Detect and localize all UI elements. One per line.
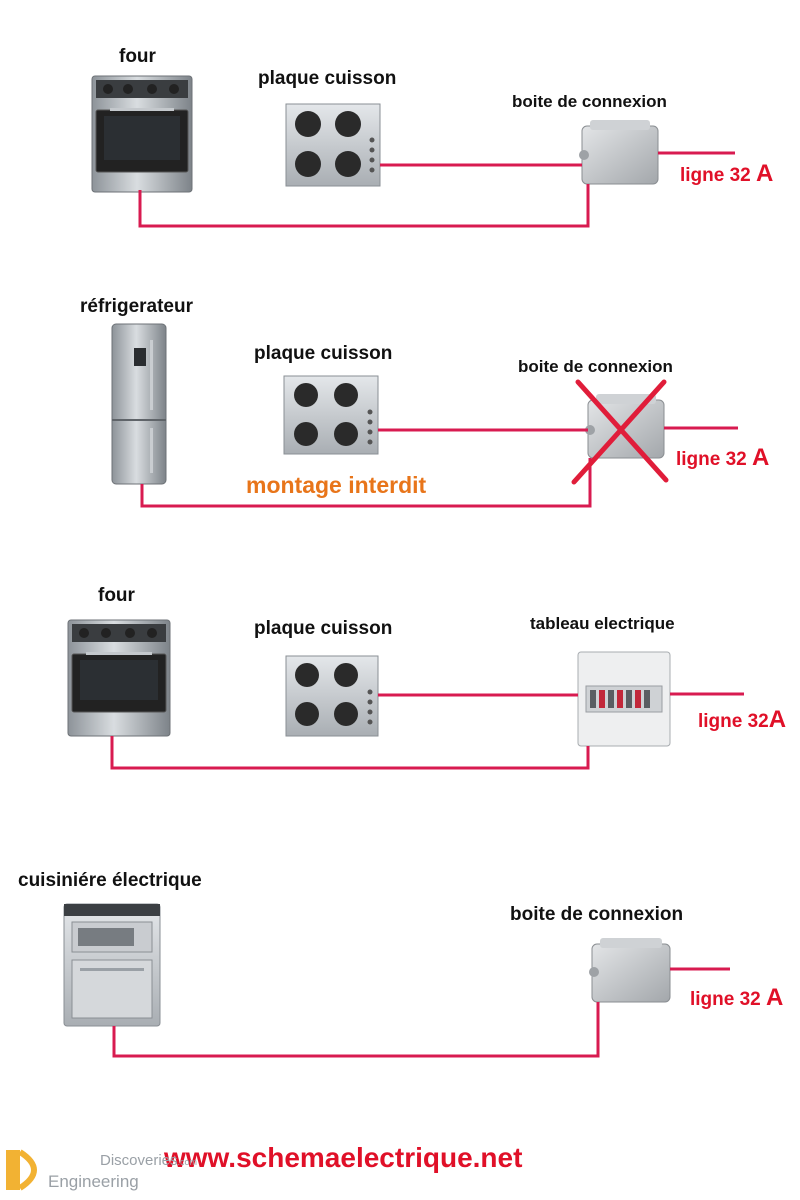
- hob-label: plaque cuisson: [258, 68, 397, 89]
- wire-section-4: [112, 967, 730, 1058]
- box-label: boite de connexion: [518, 357, 673, 376]
- gas-oven-icon: [91, 75, 193, 193]
- appliance-label: four: [119, 46, 156, 67]
- electric-hob-icon: [285, 655, 379, 737]
- refrigerator-icon: [111, 323, 167, 485]
- website-link[interactable]: www.schemaelectrique.net: [164, 1142, 523, 1173]
- box-label: boite de connexion: [510, 904, 684, 925]
- logo-text-discoveries: Discoveries.com: [100, 1152, 198, 1169]
- electric-hob-icon: [285, 103, 381, 187]
- electric-hob-icon: [283, 375, 379, 455]
- gas-oven-icon: [67, 619, 171, 737]
- line-rating-label: ligne 32 A: [690, 984, 784, 1011]
- appliance-label: réfrigerateur: [80, 296, 193, 317]
- panel-label: tableau electrique: [530, 614, 675, 633]
- line-rating-label: ligne 32 A: [676, 444, 770, 471]
- wire-section-1: [138, 151, 735, 228]
- electrical-panel-icon: [577, 651, 671, 747]
- box-label: boite de connexion: [512, 92, 667, 111]
- electric-cooker-icon: [63, 903, 161, 1027]
- junction-box-icon: [589, 938, 671, 1003]
- wire-section-3: [110, 692, 744, 770]
- forbidden-cross-icon: [571, 379, 669, 485]
- warning-label: montage interdit: [246, 472, 427, 498]
- line-rating-label: ligne 32A: [698, 706, 787, 733]
- line-rating-label: ligne 32 A: [680, 160, 774, 187]
- appliance-label: four: [98, 585, 135, 606]
- hob-label: plaque cuisson: [254, 343, 393, 364]
- engineering-discoveries-logo-icon: [6, 1149, 37, 1191]
- appliance-label: cuisiniére électrique: [18, 870, 202, 891]
- junction-box-icon: [579, 120, 659, 185]
- hob-label: plaque cuisson: [254, 618, 393, 639]
- logo-text-engineering: Engineering: [48, 1172, 139, 1191]
- wire-section-2: [140, 426, 738, 508]
